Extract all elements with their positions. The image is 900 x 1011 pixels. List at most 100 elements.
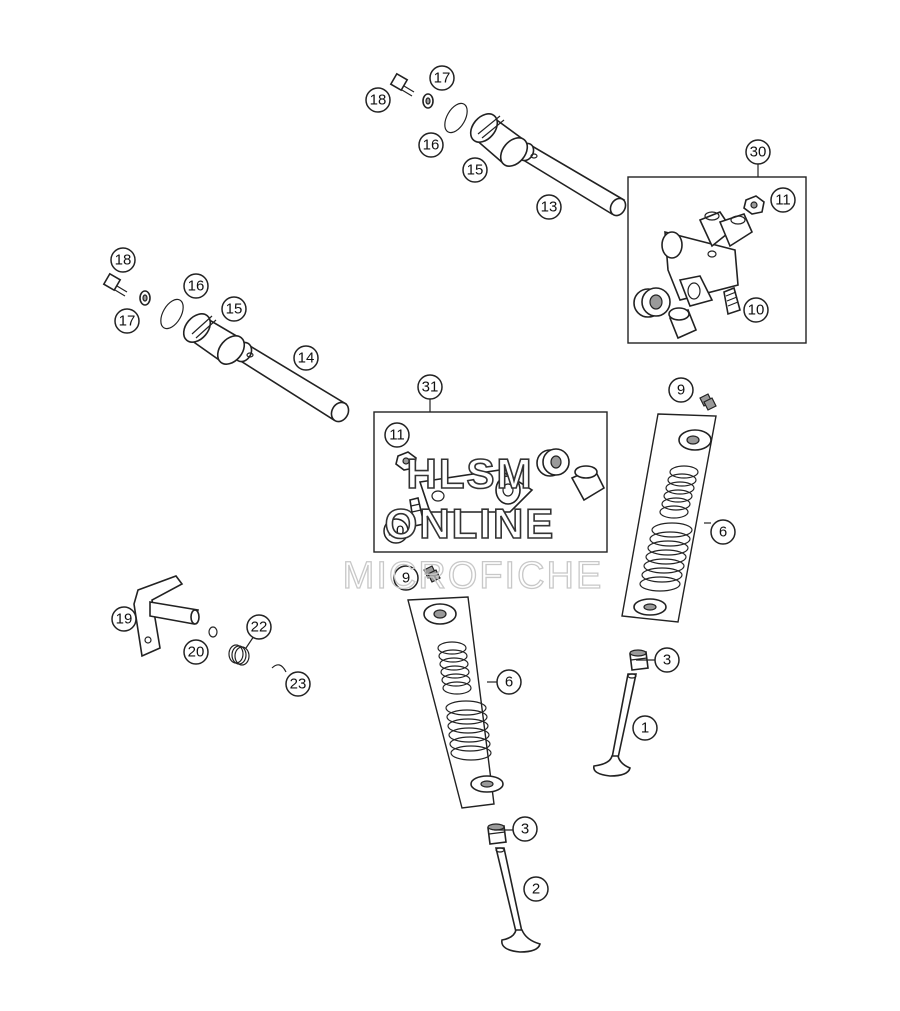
watermark-line-2: ONLINE — [385, 500, 556, 547]
decompressor-group — [133, 575, 287, 673]
outer-valve-spring — [659, 465, 699, 519]
callout-labels: 18 17 16 15 13 30 11 10 18 16 15 17 14 3… — [110, 65, 796, 902]
svg-text:17: 17 — [434, 70, 451, 87]
svg-text:2: 2 — [532, 881, 540, 898]
callout-16b: 16 — [183, 273, 209, 299]
callout-1: 1 — [632, 715, 658, 741]
o-ring-20 — [208, 626, 218, 638]
svg-text:16: 16 — [188, 278, 205, 295]
adjuster-screw-10 — [409, 497, 425, 527]
rocker-arm — [661, 211, 754, 307]
inner-valve-spring — [445, 700, 492, 761]
leader-lines — [494, 659, 655, 831]
callout-2: 2 — [523, 876, 549, 902]
upper-rocker-shaft-group — [389, 72, 627, 217]
spring-retainer — [423, 603, 457, 625]
svg-text:3: 3 — [663, 652, 671, 669]
svg-text:11: 11 — [389, 427, 405, 444]
callout-14: 14 — [293, 345, 319, 371]
svg-text:9: 9 — [677, 382, 685, 399]
lock-nut-11 — [743, 195, 765, 215]
needle-bushing — [570, 465, 606, 502]
outer-valve-spring — [437, 641, 472, 695]
svg-text:3: 3 — [521, 821, 529, 838]
rocker-arm — [418, 469, 534, 513]
callout-9b: 9 — [393, 565, 419, 591]
svg-text:22: 22 — [251, 619, 268, 636]
svg-text:13: 13 — [541, 199, 558, 216]
svg-text:15: 15 — [467, 162, 484, 179]
svg-text:17: 17 — [119, 313, 136, 330]
svg-text:14: 14 — [298, 350, 315, 367]
svg-text:11: 11 — [775, 192, 791, 209]
o-ring-16 — [160, 298, 184, 330]
valve-keepers-9-right — [699, 393, 717, 411]
rocker-arm-kit-31 — [373, 399, 608, 553]
callout-23: 23 — [285, 671, 311, 697]
watermark: HLSM ONLINE MICROFICHE — [342, 449, 604, 597]
svg-text:23: 23 — [290, 676, 307, 693]
lock-nut-11 — [395, 451, 417, 471]
svg-text:16: 16 — [423, 137, 440, 154]
valve-stem-seal-3-right — [629, 649, 649, 671]
spring-retainer — [678, 429, 712, 451]
watermark-line-3: MICROFICHE — [343, 555, 604, 597]
torsion-spring-22 — [228, 635, 255, 666]
rocker-shaft-14 — [233, 341, 350, 423]
shaft-bushing-15 — [182, 313, 246, 365]
bolt-18 — [102, 272, 128, 297]
watermark-line-1: HLSM — [407, 450, 534, 497]
callout-30: 30 — [745, 139, 771, 165]
rocker-arm-kit-30 — [627, 164, 807, 344]
svg-text:9: 9 — [402, 570, 410, 587]
adjuster-screw-10 — [723, 286, 741, 316]
shaft-bushing-15 — [469, 113, 529, 167]
callout-22: 22 — [246, 614, 272, 640]
callout-6b: 6 — [496, 669, 522, 695]
callout-20: 20 — [183, 639, 209, 665]
spring-kit-box-left — [407, 596, 495, 809]
callout-10a: 10 — [743, 297, 769, 323]
needle-bushing — [668, 307, 698, 340]
valve-1 — [593, 673, 637, 777]
callout-11b: 11 — [384, 422, 410, 448]
valve-2 — [494, 847, 541, 953]
svg-text:31: 31 — [422, 379, 439, 396]
washer-17 — [139, 290, 151, 306]
washer-17 — [422, 93, 434, 109]
callout-16a: 16 — [418, 132, 444, 158]
spring-seat — [470, 775, 504, 793]
valve-spring-kit-left — [407, 596, 504, 809]
svg-text:1: 1 — [641, 720, 649, 737]
callout-9a: 9 — [668, 377, 694, 403]
callout-15b: 15 — [221, 296, 247, 322]
bolt-18 — [389, 72, 415, 97]
valve-spring-kit-right — [621, 413, 717, 623]
callout-10b: 10 — [383, 518, 409, 544]
svg-text:6: 6 — [505, 674, 513, 691]
svg-text:10: 10 — [748, 302, 765, 319]
roller-bushing — [633, 287, 671, 318]
svg-text:20: 20 — [188, 644, 205, 661]
callout-15a: 15 — [462, 157, 488, 183]
rocker-shaft-13 — [517, 142, 627, 217]
o-ring-16 — [444, 102, 468, 134]
valve-stem-seal-3-left — [487, 823, 507, 845]
svg-text:15: 15 — [226, 301, 243, 318]
callout-6a: 6 — [710, 519, 736, 545]
roller-bushing — [536, 448, 570, 477]
callout-17b: 17 — [114, 308, 140, 334]
spring-seat — [633, 598, 667, 616]
kit-box-31 — [373, 411, 608, 553]
callout-17a: 17 — [429, 65, 455, 91]
callout-13: 13 — [536, 194, 562, 220]
svg-text:19: 19 — [116, 611, 133, 628]
callout-3a: 3 — [654, 647, 680, 673]
valve-keepers-9-left — [423, 565, 441, 583]
callout-18a: 18 — [365, 87, 391, 113]
decompressor-lever-19 — [133, 575, 200, 658]
spring-kit-box-right — [621, 413, 717, 623]
kit-box-30 — [627, 176, 807, 344]
callout-19: 19 — [111, 606, 137, 632]
